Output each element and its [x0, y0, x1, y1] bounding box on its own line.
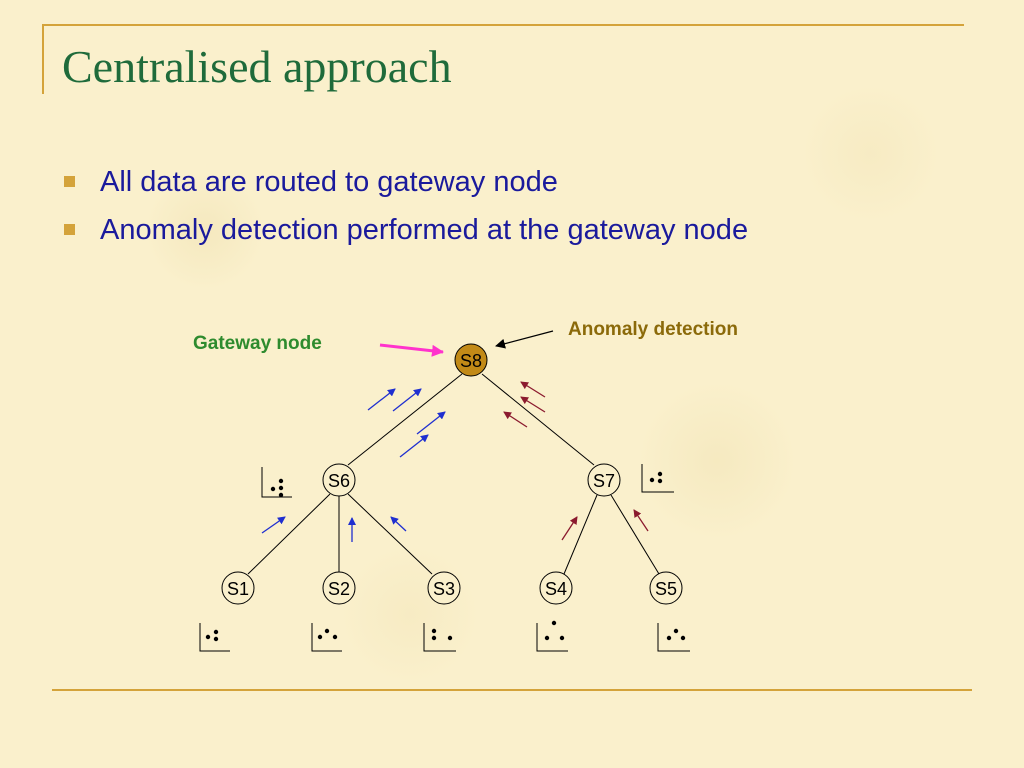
- node-label-s7: S7: [593, 471, 615, 491]
- scatter-plot-icon: [261, 467, 292, 498]
- up-arrow-icon: [633, 509, 649, 532]
- square-bullet-icon: [64, 176, 75, 187]
- scatter-plot-icon: [423, 623, 456, 652]
- title-frame-left: [42, 24, 44, 94]
- pointer-arrow-icon: [379, 343, 444, 357]
- scatter-plot-icon: [641, 464, 674, 493]
- edge-s6-s3: [347, 493, 433, 575]
- scatter-plot-icon: [311, 623, 342, 652]
- scatter-plot-icon: [536, 620, 568, 652]
- node-label-s2: S2: [328, 579, 350, 599]
- slide-title: Centralised approach: [62, 41, 452, 92]
- node-s4: S4: [539, 571, 573, 605]
- node-label-s6: S6: [328, 471, 350, 491]
- up-arrow-icon: [367, 388, 396, 411]
- edge-s8-s6: [347, 373, 463, 466]
- up-arrow-icon: [392, 388, 422, 412]
- node-label-s4: S4: [545, 579, 567, 599]
- node-s5: S5: [649, 571, 683, 605]
- scatter-plot-icon: [657, 623, 690, 652]
- up-arrow-icon: [561, 516, 578, 541]
- node-s3: S3: [427, 571, 461, 605]
- node-label-s5: S5: [655, 579, 677, 599]
- up-arrow-icon: [390, 516, 407, 532]
- bullet-item: All data are routed to gateway node: [62, 158, 748, 206]
- bullet-item: Anomaly detection performed at the gatew…: [62, 206, 748, 254]
- node-label-s8: S8: [460, 351, 482, 371]
- footer-rule: [52, 689, 972, 691]
- node-s6: S6: [322, 463, 356, 497]
- edge-s8-s7: [481, 373, 595, 466]
- node-label-s1: S1: [227, 579, 249, 599]
- edge-s7-s5: [610, 494, 660, 575]
- bullet-text: Anomaly detection performed at the gatew…: [100, 214, 749, 246]
- tree-edges: [247, 373, 660, 575]
- node-s2: S2: [322, 571, 356, 605]
- title-frame-top: [42, 24, 964, 26]
- up-arrow-icon: [520, 396, 546, 413]
- up-arrow-icon: [399, 434, 429, 458]
- square-bullet-icon: [64, 224, 75, 235]
- up-arrow-icon: [520, 381, 546, 398]
- left-data-flow-arrows: [261, 388, 446, 542]
- right-data-flow-arrows: [503, 381, 649, 541]
- up-arrow-icon: [261, 516, 286, 534]
- bullet-text: All data are routed to gateway node: [100, 166, 558, 198]
- node-s7: S7: [587, 463, 621, 497]
- node-label-s3: S3: [433, 579, 455, 599]
- up-arrow-icon: [503, 411, 528, 428]
- up-arrow-icon: [416, 411, 446, 435]
- pointer-arrow-icon: [495, 330, 554, 349]
- gateway-node: S8: [454, 343, 488, 377]
- edge-s7-s4: [563, 494, 598, 575]
- node-s1: S1: [221, 571, 255, 605]
- gateway-node-label: Gateway node: [193, 333, 322, 354]
- anomaly-detection-label: Anomaly detection: [568, 319, 738, 340]
- bullet-list: All data are routed to gateway node Anom…: [62, 158, 748, 254]
- scatter-plot-icon: [199, 623, 230, 652]
- edge-s6-s1: [247, 493, 331, 575]
